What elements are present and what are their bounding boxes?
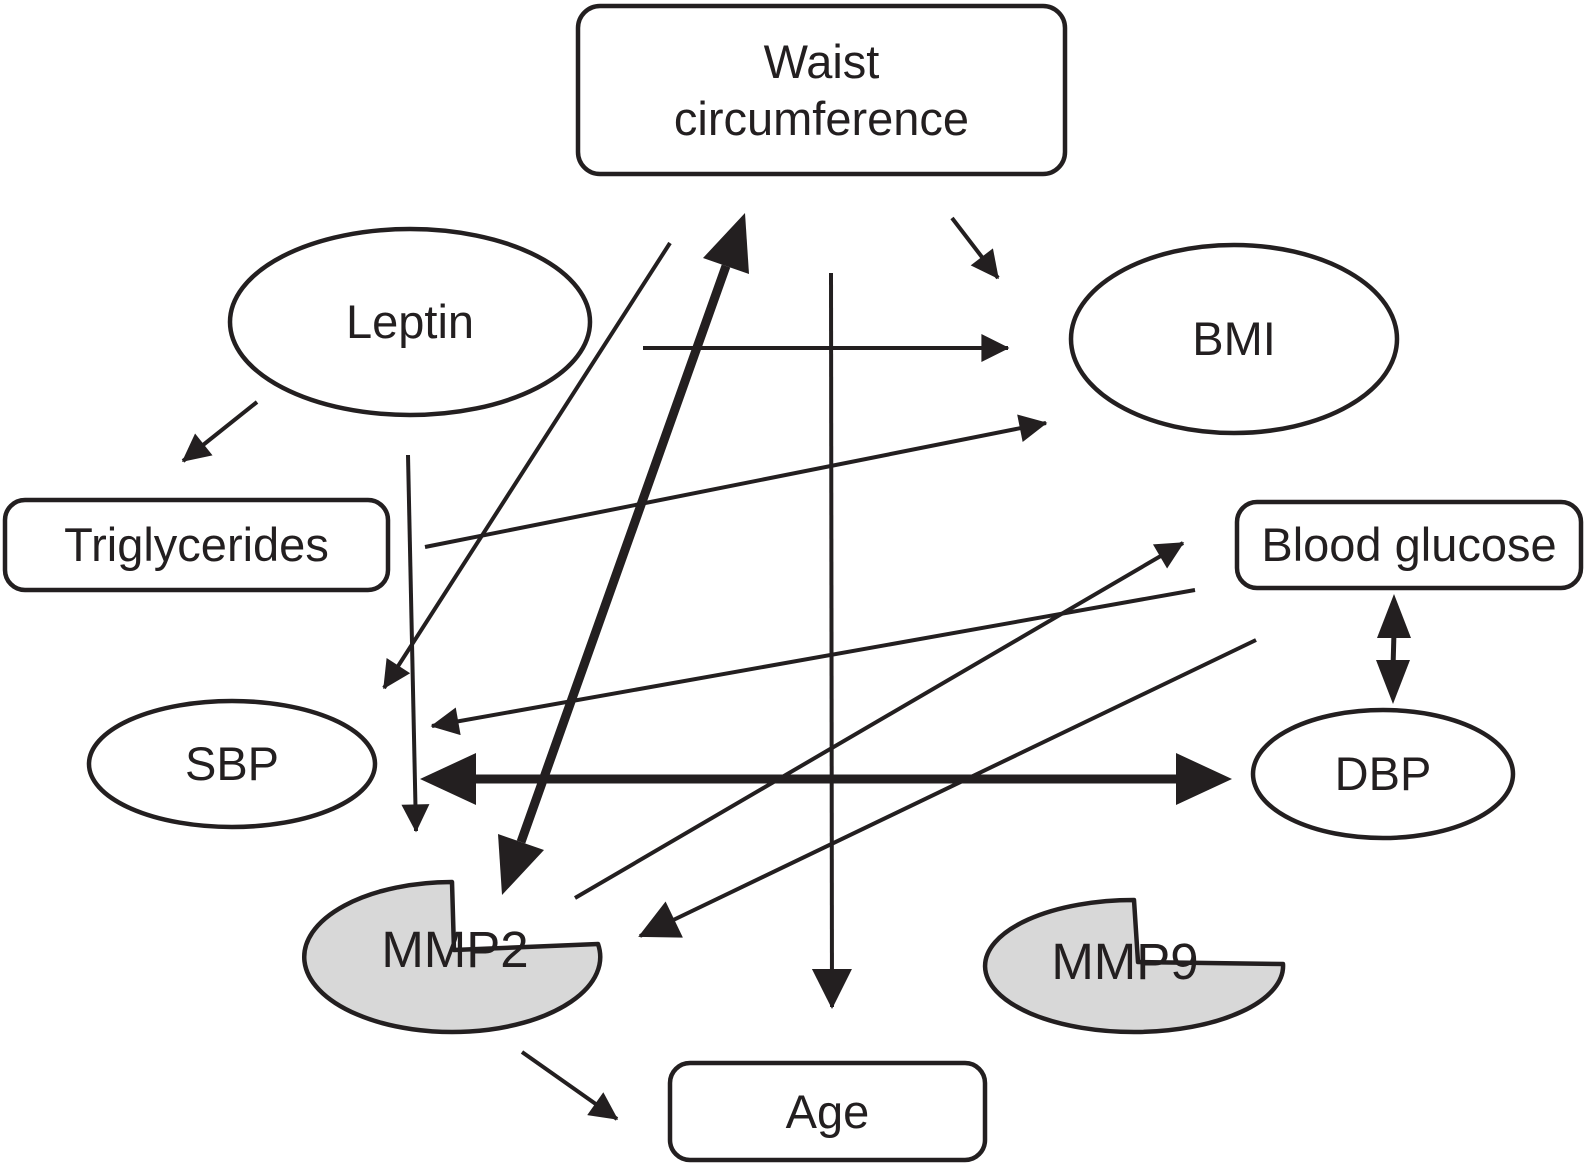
mmp2-shape: [301, 879, 603, 1035]
dbp-ellipse: [1250, 707, 1516, 841]
edge-waist-to-bmi: [950, 216, 1000, 280]
waist-box: [575, 3, 1068, 177]
arrowhead-to-dbp-vertical: [1376, 660, 1410, 704]
edge-triglycerides-to-bmi: [424, 414, 1048, 549]
edge-leptin-to-mmp2: [401, 454, 430, 833]
bmi-ellipse: [1068, 242, 1400, 436]
arrowhead-to-blood-glucose: [1377, 594, 1411, 638]
arrowhead-to-mmp2: [498, 834, 544, 895]
arrowhead-to-dbp: [1176, 753, 1232, 805]
edge-blood-glucose-to-mmp2: [638, 638, 1257, 938]
blood-glucose-box: [1234, 499, 1584, 591]
sbp-ellipse: [86, 698, 378, 830]
edge-waist-to-sbp: [382, 241, 672, 690]
triglycerides-box: [2, 497, 391, 593]
edge-blood-glucose-to-sbp: [430, 588, 1196, 736]
edge-mmp2-waist-shaft: [516, 264, 731, 844]
edge-waist-to-age: [811, 272, 852, 1009]
edge-leptin-to-triglycerides: [181, 400, 259, 463]
edge-mmp2-to-age: [520, 1050, 619, 1121]
mmp9-shape: [982, 897, 1286, 1035]
edge-mmp2-to-blood-glucose: [573, 541, 1185, 900]
arrowhead-to-sbp: [420, 753, 476, 805]
arrowhead-to-waist: [703, 213, 749, 274]
leptin-ellipse: [227, 226, 593, 418]
age-box: [667, 1060, 988, 1163]
